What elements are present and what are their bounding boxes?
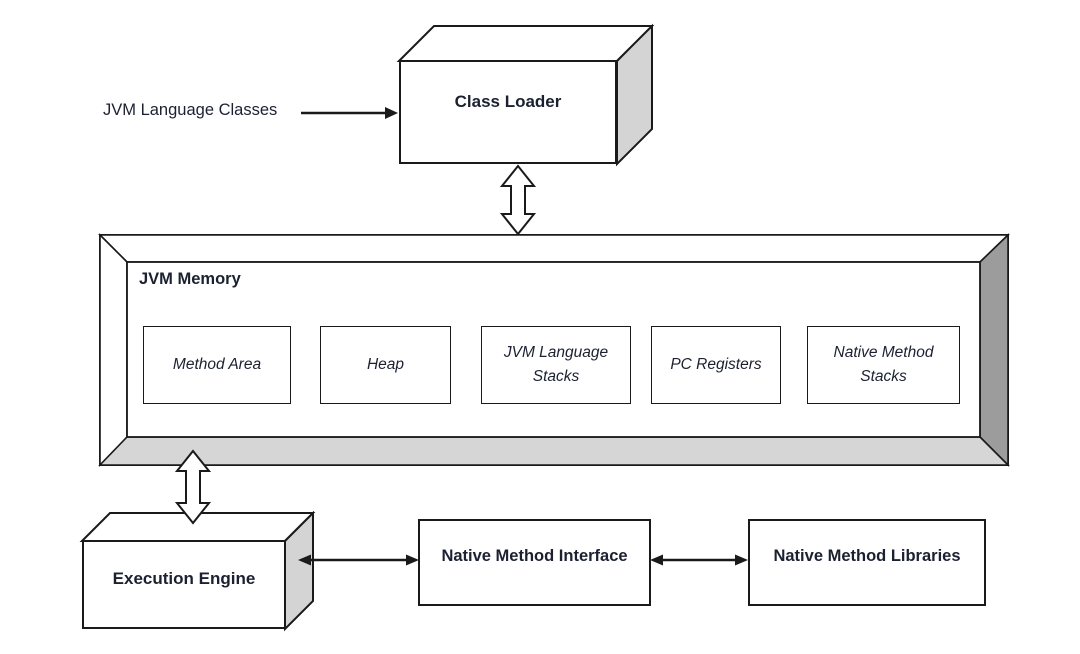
jvm-memory-top-bevel <box>98 234 1010 263</box>
memory-box-pc-registers: PC Registers <box>651 326 781 404</box>
jvm-memory-right-bevel <box>979 233 1009 467</box>
memory-box-label: Method Area <box>172 355 262 373</box>
class-loader-box: Class Loader <box>399 60 617 164</box>
memory-box-label: PC Registers <box>670 355 762 373</box>
memory-box-label: JVM Language Stacks <box>503 343 609 385</box>
double-block-arrow-memory-executionengine <box>174 449 212 525</box>
arrowhead-right <box>406 554 419 566</box>
arrow-executionengine-nmi <box>298 554 419 566</box>
double-block-arrow-classloader-memory <box>499 164 537 236</box>
arrow-nmi-nml <box>650 554 748 566</box>
memory-box-label: Heap <box>366 355 405 373</box>
native-method-interface-box: Native Method Interface <box>418 519 651 606</box>
class-loader-3d-faces <box>396 23 655 167</box>
jvm-memory-bottom-bevel <box>98 436 1010 466</box>
native-method-interface-label: Native Method Interface <box>441 547 628 565</box>
execution-engine-3d-faces <box>79 510 316 632</box>
memory-box-native-method-stacks: Native Method Stacks <box>807 326 960 404</box>
jvm-language-classes-label: JVM Language Classes <box>103 101 278 119</box>
class-loader-label: Class Loader <box>454 92 562 111</box>
execution-engine-label: Execution Engine <box>112 568 256 588</box>
memory-box-label: Native Method Stacks <box>833 343 934 385</box>
native-method-libraries-box: Native Method Libraries <box>748 519 986 606</box>
class-loader-right-face <box>616 23 653 167</box>
memory-box-jvm-language-stacks: JVM Language Stacks <box>481 326 631 404</box>
arrowhead-left <box>298 554 311 566</box>
execution-engine-box: Execution Engine <box>82 540 286 629</box>
arrowhead-right <box>385 107 398 119</box>
class-loader-top-face <box>396 25 655 62</box>
jvm-memory-title: JVM Memory <box>139 270 241 288</box>
memory-box-method-area: Method Area <box>143 326 291 404</box>
arrowhead-right <box>735 554 748 566</box>
arrow-classes-to-classloader <box>301 107 398 119</box>
memory-box-heap: Heap <box>320 326 451 404</box>
native-method-libraries-label: Native Method Libraries <box>773 547 961 565</box>
arrowhead-left <box>650 554 663 566</box>
jvm-memory-left-bevel <box>99 233 128 467</box>
